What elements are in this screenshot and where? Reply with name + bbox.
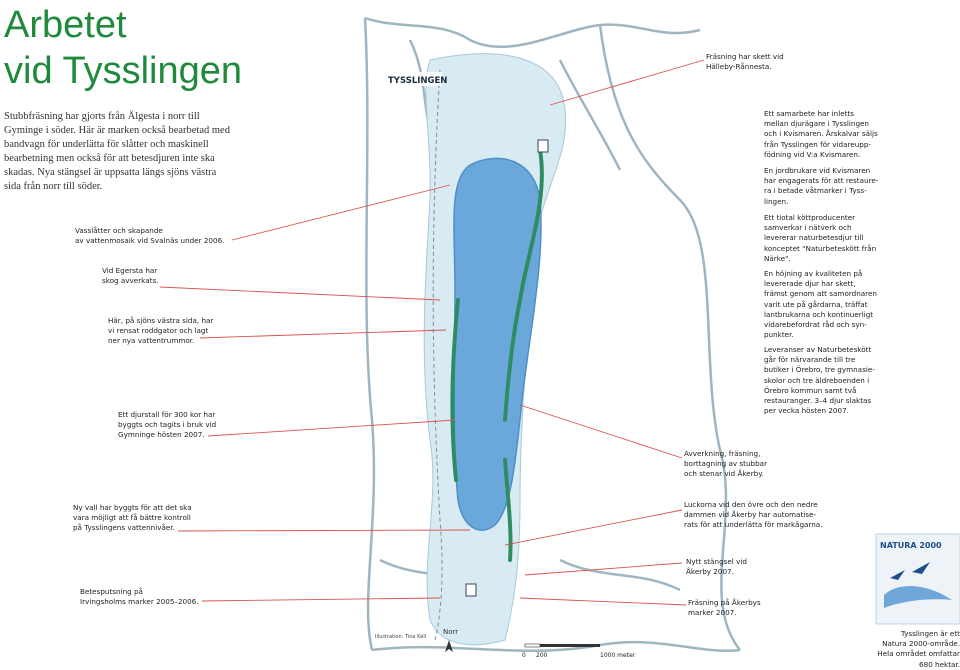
natura-logo-text: NATURA 2000: [880, 541, 942, 550]
lake-tysslingen: [453, 157, 542, 531]
north-label: Norr: [443, 628, 458, 636]
page-title: Arbetet vid Tysslingen: [4, 2, 242, 94]
note-fence-akerby: Nytt stängsel vid Åkerby 2007.: [686, 557, 747, 577]
note-dams: Luckorna vid den övre och den nedre damm…: [684, 500, 823, 530]
building-marker-north: [537, 139, 549, 153]
scale-bar: 0 200 1000 meter: [522, 643, 636, 659]
scale-label-200: 200: [536, 652, 548, 659]
north-arrow: Norr: [443, 628, 458, 652]
building-marker-south: [465, 583, 477, 597]
note-deliveries: Leveranser av Naturbeteskött går för när…: [764, 345, 875, 416]
pointer-lines: [159, 59, 705, 606]
note-west-side: Här, på sjöns västra sida, har vi rensat…: [108, 316, 214, 346]
note-farmer: En jordbrukare vid Kvismaren har engager…: [764, 166, 879, 206]
note-svalnas: Vasslåtter och skapande av vattenmosaik …: [75, 226, 225, 246]
note-egersta: Vid Egersta har skog avverkats.: [102, 266, 159, 286]
natura-2000-logo: NATURA 2000: [875, 533, 960, 625]
note-embankment: Ny vall har byggts för att det ska vara …: [73, 503, 192, 533]
illustration-credit: Illustration: Tina Käll: [375, 634, 426, 640]
road-network: [363, 16, 741, 653]
fence-line: [432, 69, 443, 641]
note-cooperation: Ett samarbete har inletts mellan djuräga…: [764, 109, 878, 159]
scale-label-1000: 1000 meter: [600, 652, 636, 659]
note-stable: Ett djurstall för 300 kor har byggts och…: [118, 410, 217, 440]
note-grazing: Betesputsning på Irvingsholms marker 200…: [80, 587, 199, 607]
natura-caption: Tysslingen är ett Natura 2000-område. He…: [877, 629, 960, 669]
scale-label-0: 0: [522, 652, 526, 659]
page-title-line1: Arbetet: [4, 4, 127, 46]
note-halleby: Fräsning har skett vid Hälleby-Rånnesta.: [706, 52, 784, 72]
lake-label-box: [384, 72, 442, 86]
note-milling-akerby: Fräsning på Åkerbys marker 2007.: [688, 598, 761, 618]
lake-label: TYSSLINGEN: [388, 76, 447, 86]
note-producers: Ett tiotal köttproducenter samverkar i n…: [764, 213, 877, 263]
note-akerby-clearing: Avverkning, fräsning, borttagning av stu…: [684, 449, 768, 479]
page-title-line2: vid Tysslingen: [4, 50, 242, 92]
wetland-strips: [450, 148, 544, 562]
intro-paragraph: Stubbfräsning har gjorts från Älgesta i …: [4, 111, 230, 192]
note-quality: En höjning av kvaliteten på levererade d…: [764, 269, 877, 340]
